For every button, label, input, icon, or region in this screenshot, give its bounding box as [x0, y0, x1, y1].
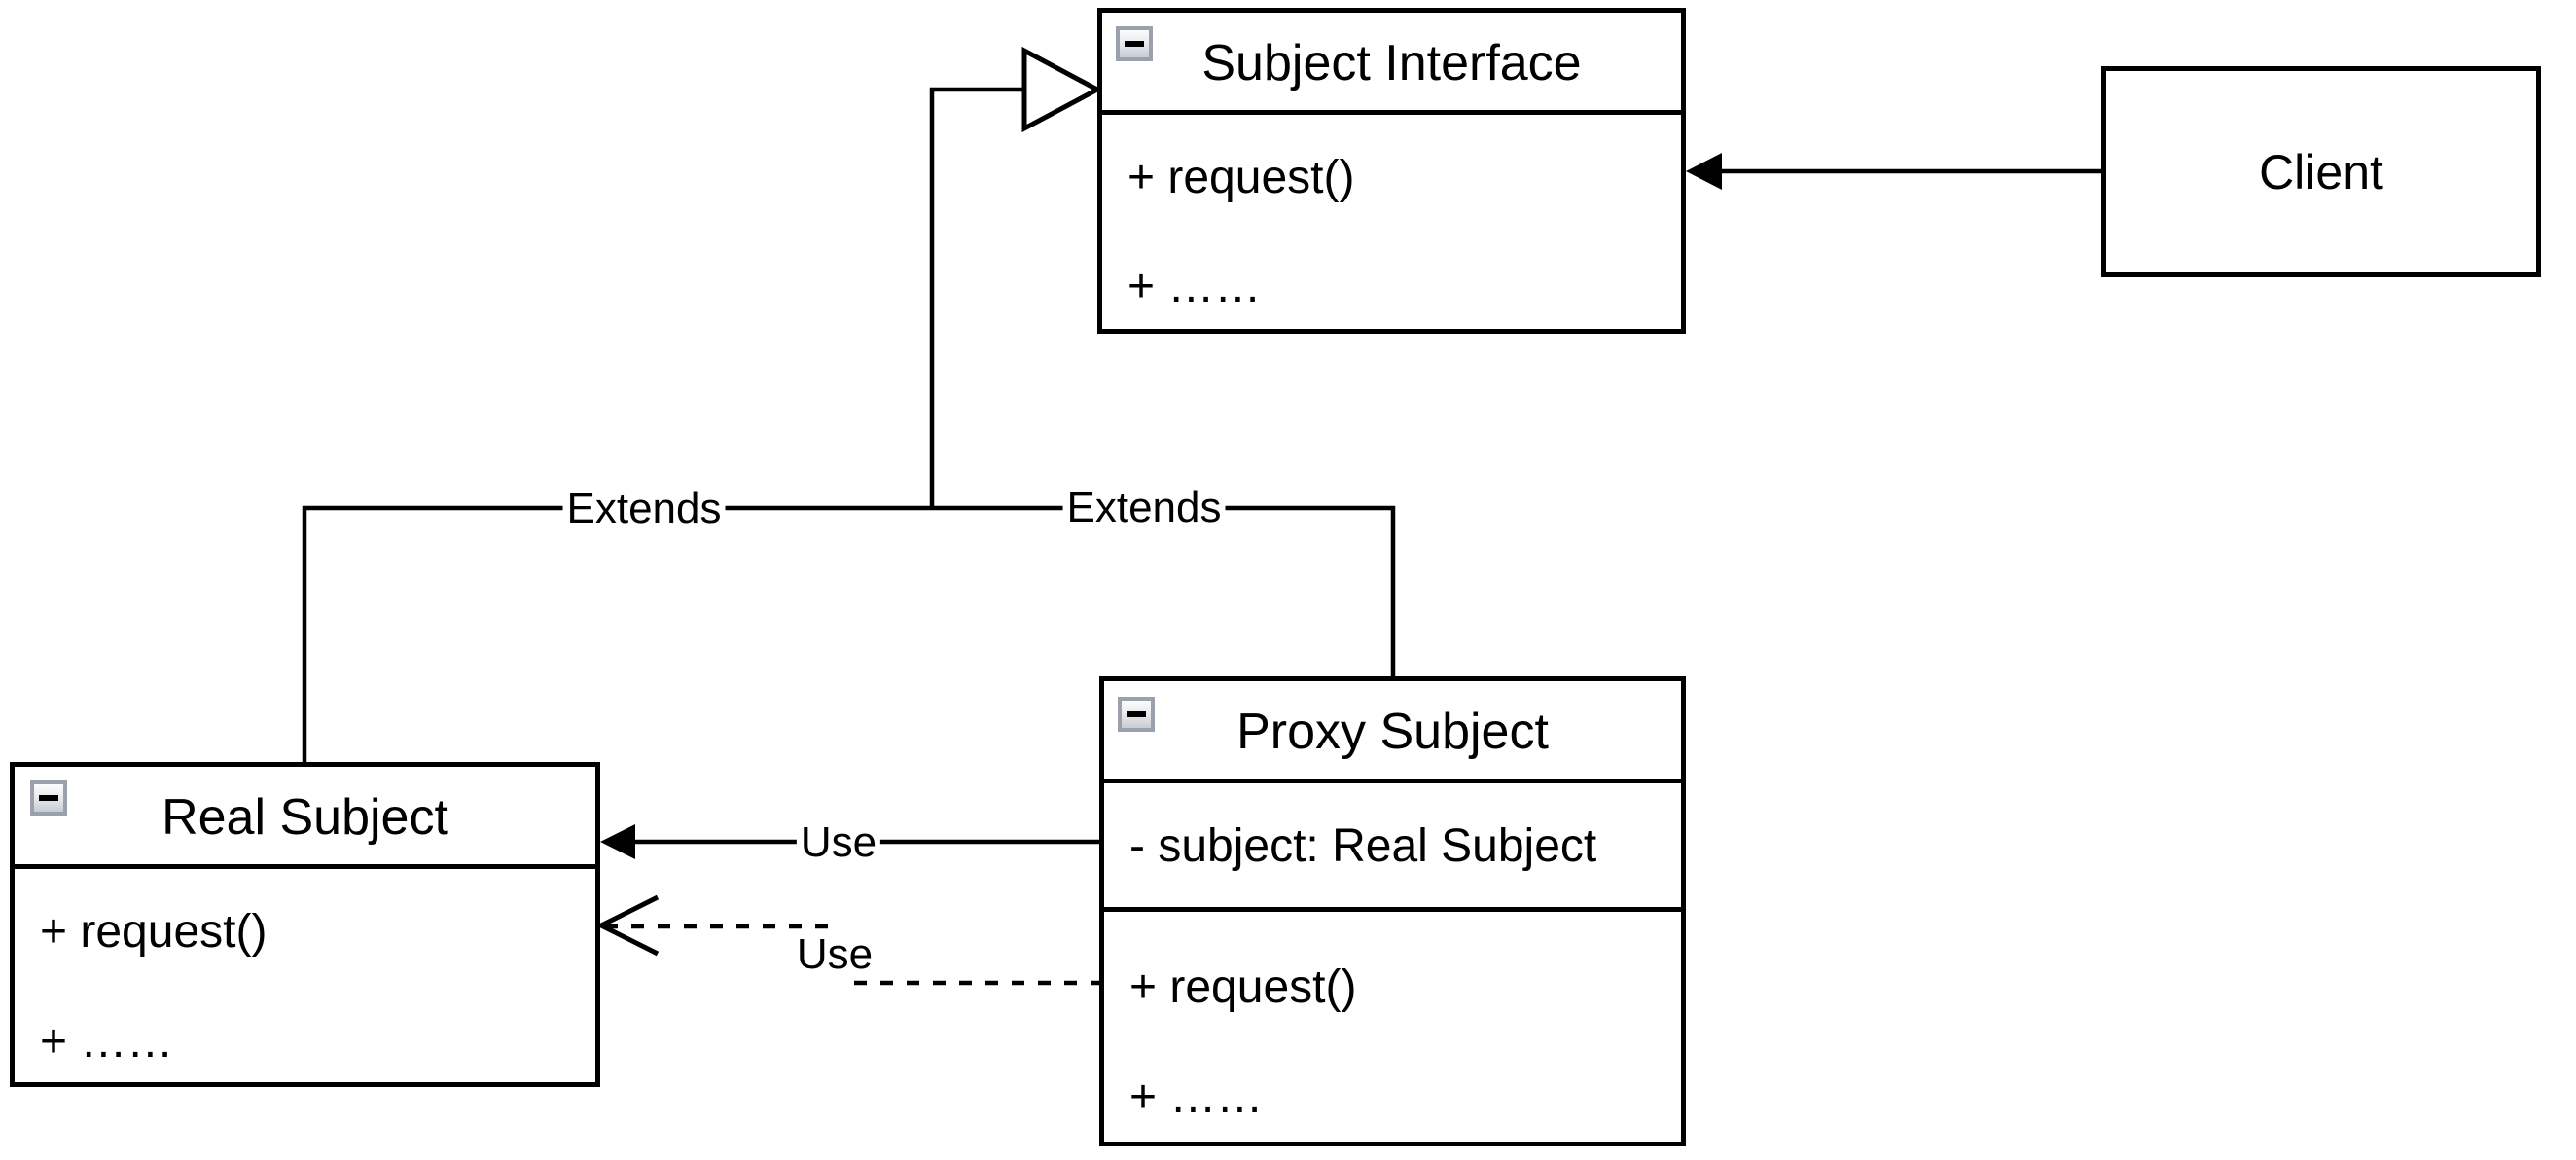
collapse-minus-button[interactable]	[1118, 697, 1155, 732]
minus-icon	[1125, 41, 1144, 47]
class-member: + request()	[1129, 961, 1357, 1013]
class-title: Subject Interface	[1201, 35, 1582, 91]
extends-connector-proxy-subject	[932, 505, 1396, 679]
class-box-client: Client	[2101, 66, 2541, 277]
class-member: + request()	[40, 906, 268, 958]
generalization-trunk-line	[929, 87, 1025, 508]
class-title: Real Subject	[161, 789, 448, 846]
minus-icon	[39, 795, 58, 801]
class-member: + ……	[1127, 261, 1262, 312]
edge-label-use-dashed: Use	[792, 931, 877, 978]
compartment-separator	[1102, 110, 1681, 115]
use-dependency-open-arrowhead	[595, 894, 660, 957]
edge-label-extends-right: Extends	[1062, 485, 1226, 531]
class-box-real-subject: Real Subject + request() + ……	[10, 762, 600, 1087]
collapse-minus-button[interactable]	[30, 780, 67, 816]
client-association-filled-arrowhead	[1686, 153, 1722, 190]
compartment-separator	[1104, 907, 1681, 912]
use-association-filled-arrowhead	[600, 824, 635, 859]
compartment-separator	[1104, 779, 1681, 783]
edge-label-use-solid: Use	[796, 819, 881, 866]
class-box-proxy-subject: Proxy Subject - subject: Real Subject + …	[1099, 676, 1686, 1146]
class-member: + ……	[1129, 1071, 1264, 1123]
class-title: Proxy Subject	[1236, 704, 1549, 760]
generalization-hollow-triangle-arrowhead	[1021, 46, 1103, 133]
class-box-subject-interface: Subject Interface + request() + ……	[1097, 8, 1686, 334]
collapse-minus-button[interactable]	[1116, 26, 1153, 61]
class-title: Client	[2259, 144, 2383, 199]
class-member: + ……	[40, 1016, 174, 1068]
minus-icon	[1127, 711, 1146, 717]
extends-connector-real-subject	[302, 505, 932, 762]
class-attribute: - subject: Real Subject	[1129, 820, 1597, 872]
class-member: + request()	[1127, 152, 1355, 203]
compartment-separator	[15, 864, 595, 869]
edge-label-extends-left: Extends	[562, 486, 726, 532]
